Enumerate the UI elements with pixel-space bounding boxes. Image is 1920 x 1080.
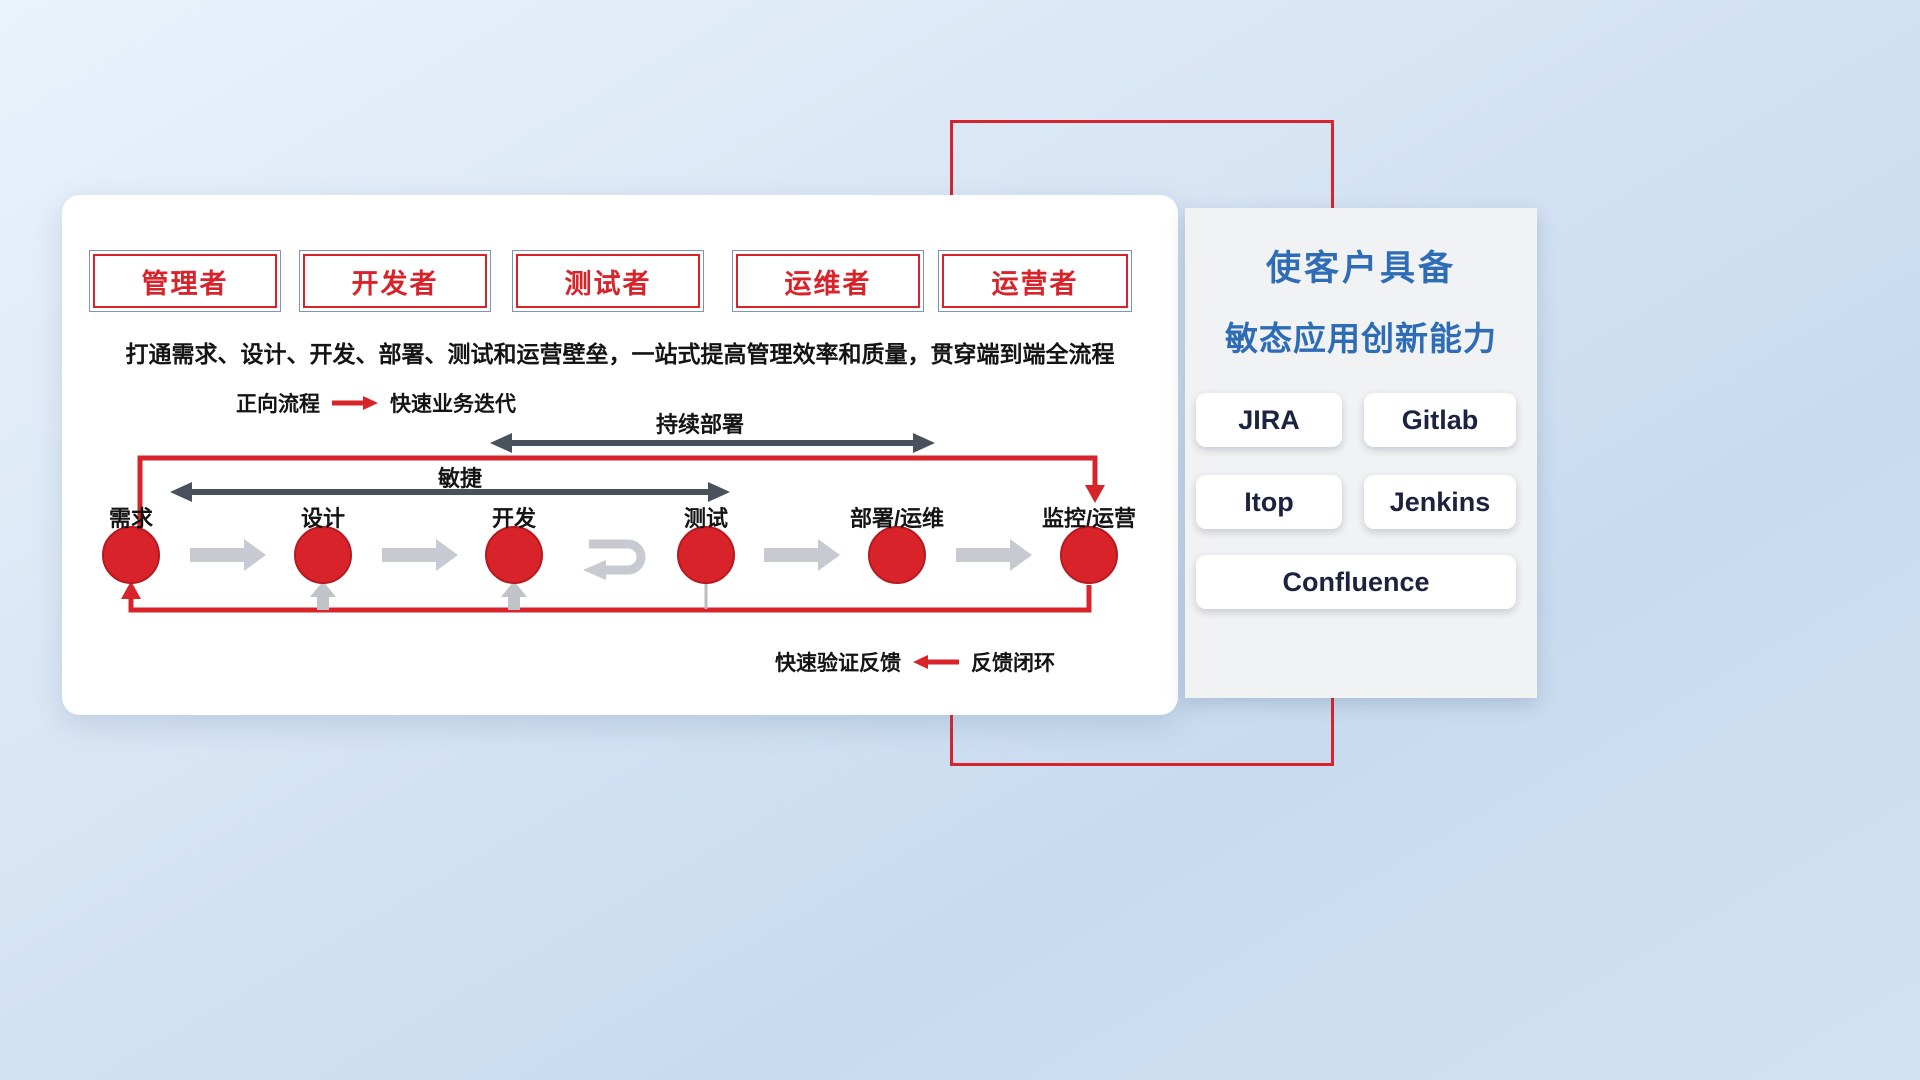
feedback-up-arrow-design [310,581,336,610]
tool-button-itop: Itop [1196,475,1342,529]
node-circle-design [294,526,352,584]
feedback-up-arrow-dev [501,581,527,610]
role-label: 开发者 [351,268,439,299]
panel-title-line1: 使客户具备 [1265,249,1456,288]
role-box-ops: 运维者 [732,250,924,312]
continuous-deploy-label: 持续部署 [655,412,744,437]
role-box-manager: 管理者 [89,250,281,312]
role-box-operator: 运营者 [938,250,1132,312]
flow-node-label-monitor-operate: 监控/运营 [1041,506,1137,531]
flow-node-label-requirements: 需求 [108,506,153,531]
feedback-legend: 快速验证反馈 反馈闭环 [775,647,1055,677]
flow-arrow [382,539,458,571]
feedback-arrow-icon [913,655,959,669]
forward-legend-label: 正向流程 [236,393,320,416]
feedback-loop-line [121,581,1092,613]
forward-arrow-icon [332,396,378,410]
flow-node-label-testing: 测试 [683,506,728,531]
tool-button-jenkins: Jenkins [1364,475,1516,529]
panel-title-line2: 敏态应用创新能力 [1225,320,1497,357]
capability-panel: 使客户具备 敏态应用创新能力 JIRA Gitlab Itop Jenkins … [1185,208,1537,698]
iterate-icon [583,539,646,580]
main-diagram-card: 管理者 开发者 测试者 运维者 运营者 打通需求、设计、开发、部署、测试和运营壁… [62,195,1178,715]
role-label: 管理者 [141,268,229,299]
role-label: 运维者 [784,268,872,299]
flow-node-label-design: 设计 [300,506,345,531]
forward-legend: 正向流程 快速业务迭代 [236,388,516,418]
flow-arrow [764,539,840,571]
flow-arrow [956,539,1032,571]
feedback-legend-value: 反馈闭环 [971,652,1055,675]
node-circle-monitor-operate [1060,526,1118,584]
flow-node-label-deploy-ops: 部署/运维 [849,506,945,531]
flow-node-label-development: 开发 [491,506,536,531]
subtitle: 打通需求、设计、开发、部署、测试和运营壁垒，一站式提高管理效率和质量，贯穿端到端… [125,341,1115,367]
forward-legend-value: 快速业务迭代 [390,393,516,416]
feedback-legend-label: 快速验证反馈 [775,652,901,675]
role-box-developer: 开发者 [299,250,491,312]
tool-button-confluence: Confluence [1196,555,1516,609]
role-box-tester: 测试者 [512,250,704,312]
node-circle-deploy-ops [868,526,926,584]
tool-button-jira: JIRA [1196,393,1342,447]
node-circle-testing [677,526,735,584]
flow-arrow [190,539,266,571]
node-circle-development [485,526,543,584]
role-label: 测试者 [564,268,652,299]
node-circle-requirements [102,526,160,584]
role-label: 运营者 [991,268,1079,299]
agile-label: 敏捷 [437,466,482,491]
tool-button-gitlab: Gitlab [1364,393,1516,447]
